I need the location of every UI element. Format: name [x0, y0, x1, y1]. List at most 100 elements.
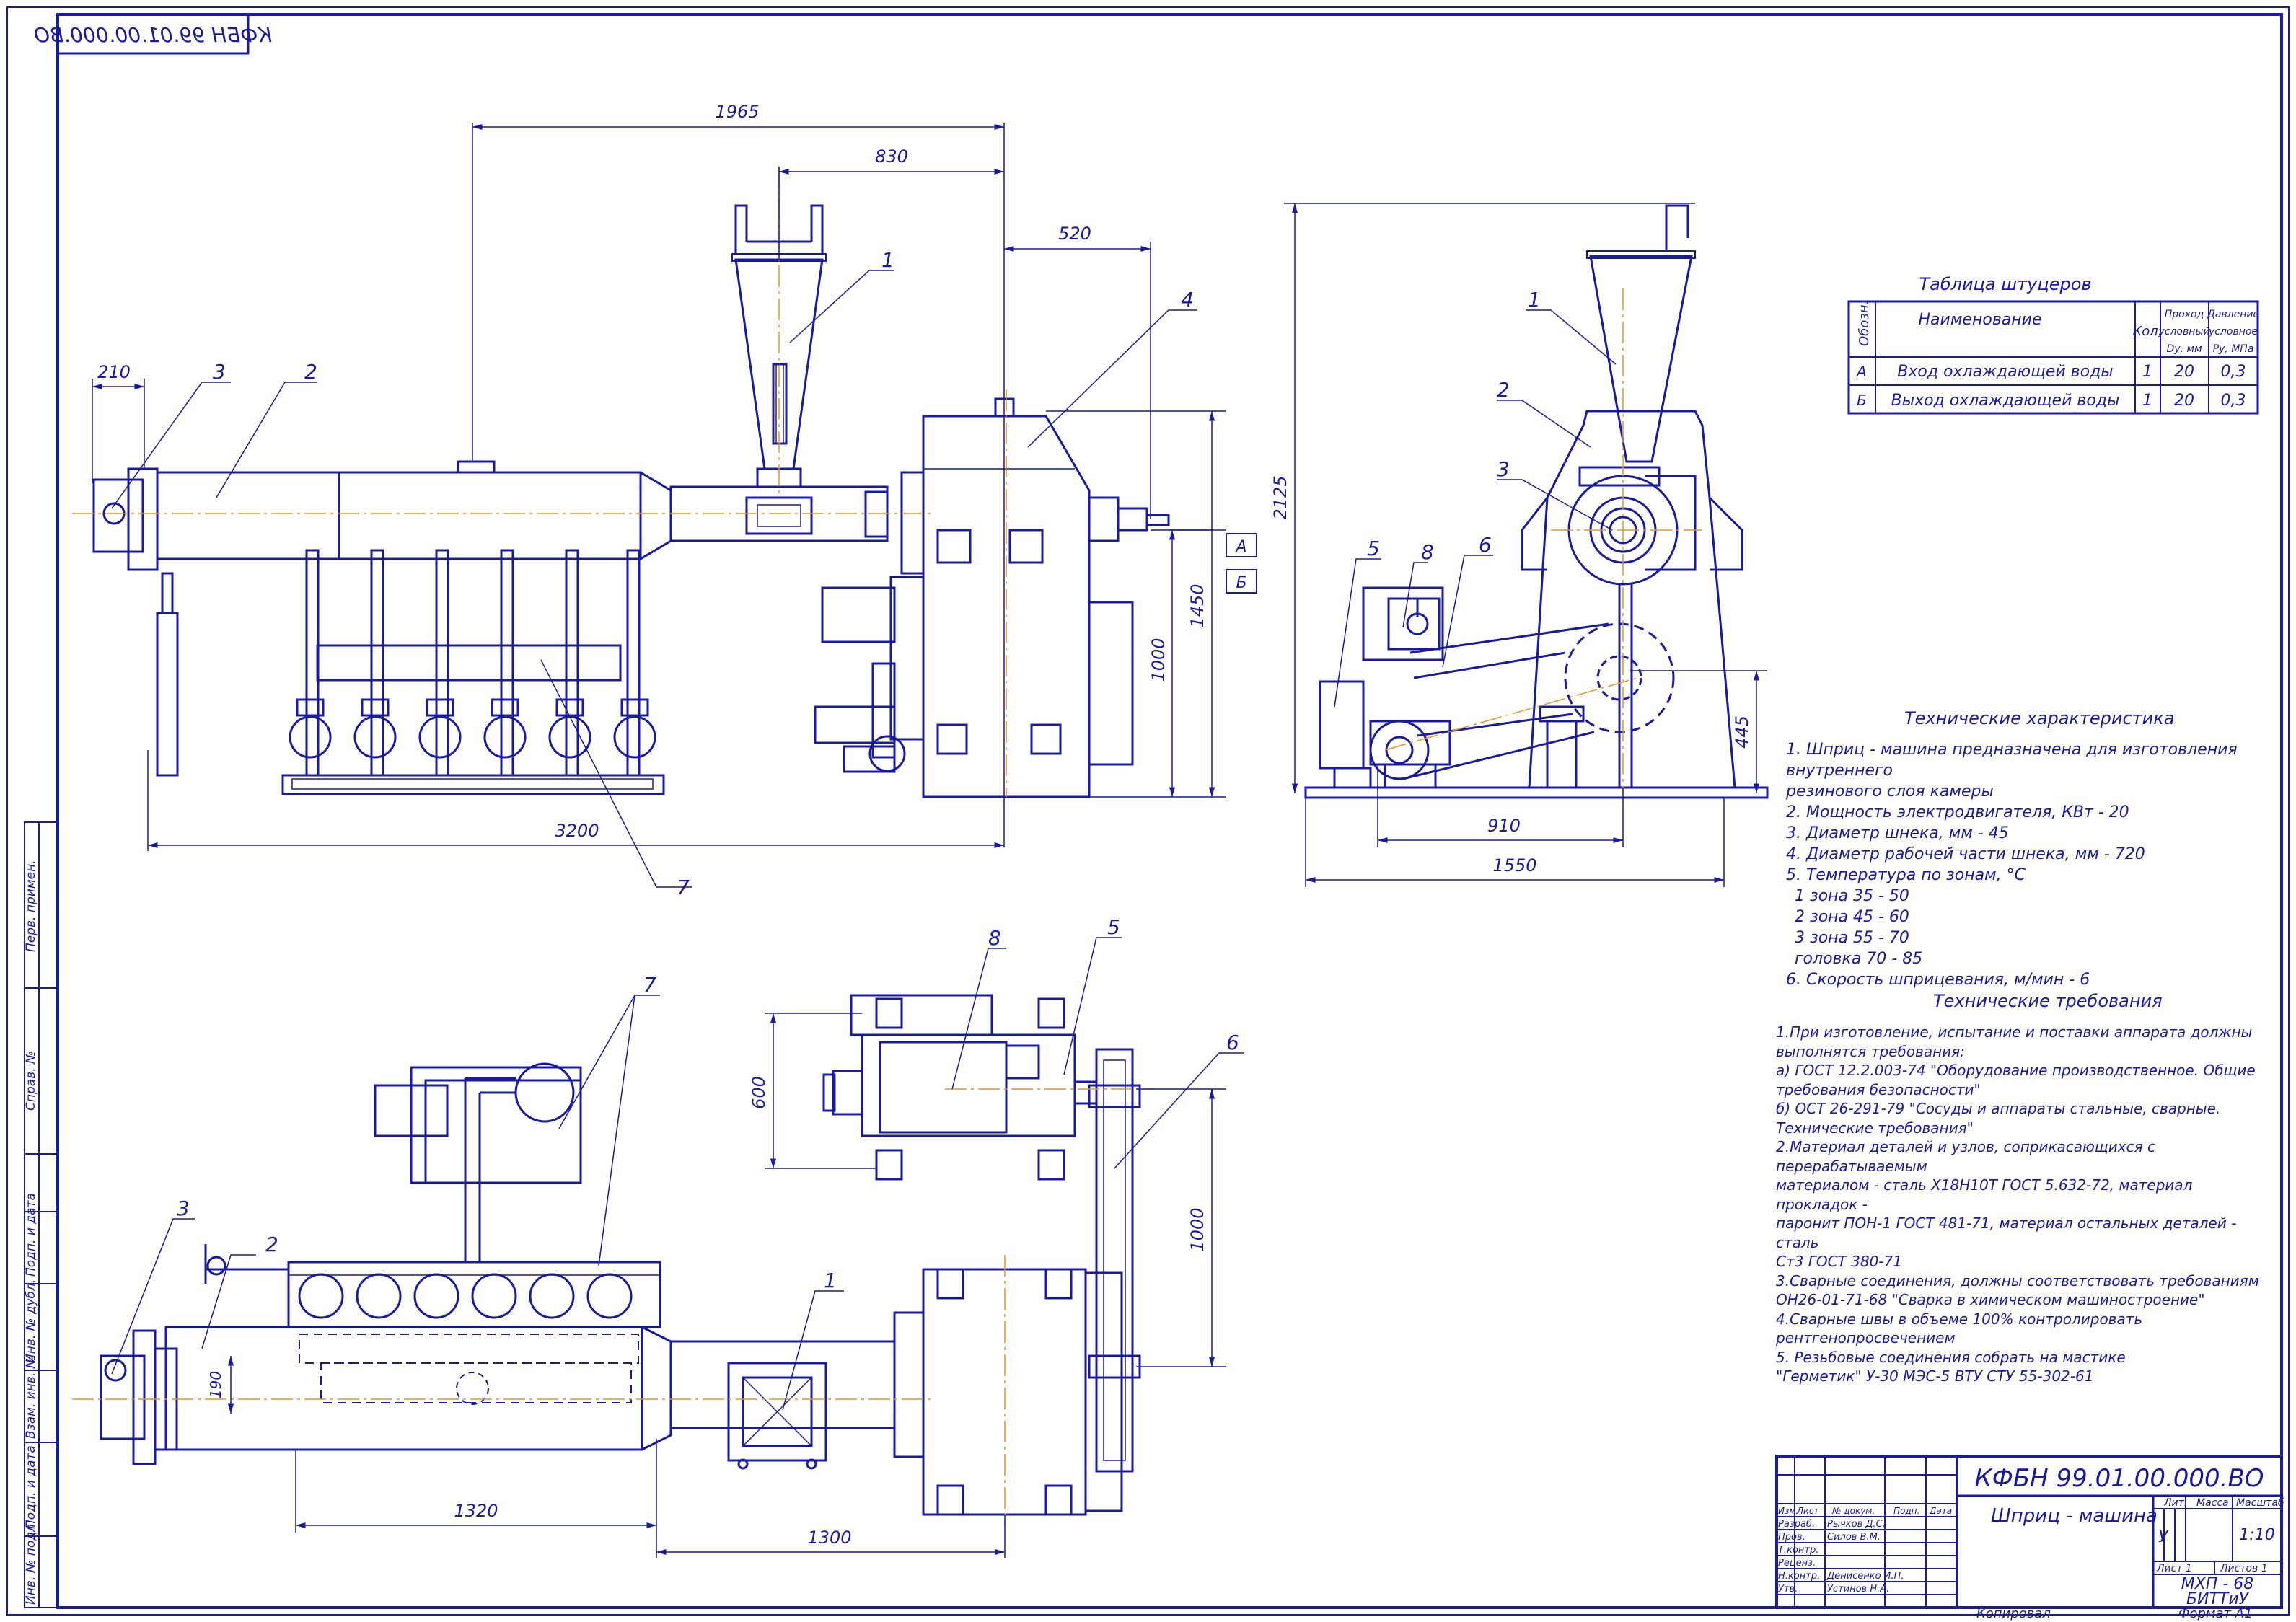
- front-view-leader-numbers: 1 2 3 4 7: [213, 248, 1194, 899]
- side-leader-2: 2: [1497, 378, 1510, 402]
- plan-leader-7: 7: [643, 973, 656, 997]
- dim-1450: 1450: [1187, 583, 1208, 627]
- tb-role-reviewer: Реценз.: [1778, 1558, 1816, 1569]
- nozzle-header-qty: Кол.: [2132, 324, 2162, 339]
- nozzle-header-name: Наименование: [1919, 311, 2042, 329]
- nozzle-row-a-qty: 1: [2142, 363, 2152, 381]
- tech-req-line: материалом - сталь Х18Н10Т ГОСТ 5.632-72…: [1776, 1176, 2193, 1213]
- nozzle-row-b-qty: 1: [2142, 392, 2152, 410]
- dim-520: 520: [1058, 224, 1091, 244]
- front-leader-2: 2: [304, 360, 317, 384]
- tb-sheet-label: Лист 1: [2156, 1563, 2192, 1574]
- side-stamp-labels: Перв. примен. Справ. № Подп. и дата Инв.…: [24, 860, 38, 1605]
- nozzle-header-press-1: Давление: [2207, 309, 2259, 320]
- tech-req-line: рентгенопросвечением: [1776, 1329, 1956, 1346]
- nozzle-row-a-pressure: 0,3: [2221, 363, 2246, 381]
- copied-by-label: Копировал: [1976, 1606, 2051, 1621]
- drawing-code: КФБН 99.01.00.000.ВО: [1974, 1464, 2264, 1493]
- tb-col-sign: Подп.: [1893, 1506, 1919, 1516]
- nozzle-header-bore-3: Dу, мм: [2166, 343, 2202, 355]
- dim-210: 210: [97, 362, 131, 382]
- tech-req-line: Ст3 ГОСТ 380-71: [1776, 1253, 1902, 1270]
- stamp-dup-inv: Инв. № дубл.: [24, 1279, 38, 1363]
- tb-col-doc: № докум.: [1831, 1506, 1875, 1516]
- nozzle-table: [1847, 300, 2259, 415]
- side-view-leader-numbers: 1 2 3 5 6 8: [1367, 288, 1541, 564]
- plan-leader-5: 5: [1107, 915, 1120, 939]
- nozzle-header-bore-1: Проход: [2165, 309, 2204, 320]
- tb-role-tcontrol: Т.контр.: [1778, 1545, 1818, 1556]
- tech-req-line: 5. Резьбовые соединения собрать на масти…: [1776, 1348, 2126, 1366]
- front-view: [92, 204, 1170, 798]
- tb-role-ncontrol: Н.контр.: [1778, 1571, 1820, 1582]
- tb-mass-label: Масса: [2196, 1497, 2229, 1509]
- plan-view: [100, 994, 1141, 1516]
- tech-req-line: 1.При изготовление, испытание и поставки…: [1776, 1023, 2253, 1041]
- dim-1550: 1550: [1492, 855, 1536, 876]
- tech-specs-list: 1. Шприц - машина предназначена для изго…: [1786, 739, 2277, 990]
- dim-1000-plan: 1000: [1187, 1207, 1208, 1251]
- nozzle-row-b-bore: 20: [2174, 392, 2194, 410]
- tech-spec-line: 5. Температура по зонам, °С: [1786, 866, 2026, 884]
- plan-view-dimension-labels: 600 1000 190 1320 1300: [207, 1076, 1208, 1548]
- tech-req-line: б) ОСТ 26-291-79 "Сосуды и аппараты стал…: [1776, 1100, 2221, 1117]
- dim-910: 910: [1487, 816, 1521, 836]
- side-view-centerlines: [1384, 288, 1702, 793]
- stamp-replace-inv: Взам. инв. №: [24, 1356, 38, 1439]
- drawing-name: Шприц - машина: [1991, 1505, 2158, 1527]
- front-view-centerlines: [72, 166, 1007, 797]
- side-view-dimension-labels: 2125 445 910 1550: [1270, 475, 1752, 876]
- dim-830: 830: [875, 146, 908, 167]
- front-leader-7: 7: [677, 876, 690, 899]
- nozzle-table-text: Таблица штуцеров Обозн. Наименование Кол…: [1855, 274, 2259, 410]
- front-view-dimensions: [92, 123, 1226, 851]
- side-view-dimensions: [1284, 203, 1767, 887]
- tb-org-line2: БИТТиУ: [2186, 1590, 2250, 1608]
- dim-190: 190: [207, 1371, 224, 1398]
- tech-spec-line: 1. Шприц - машина предназначена для изго…: [1786, 741, 2238, 780]
- tech-spec-line: 6. Скорость шприцевания, м/мин - 6: [1786, 971, 2090, 989]
- tb-person-approved: Устинов Н.А.: [1827, 1584, 1889, 1595]
- tb-role-approved: Утв.: [1778, 1584, 1798, 1595]
- dim-445: 445: [1732, 715, 1752, 749]
- plan-view-dimensions: [227, 1013, 1226, 1558]
- tb-scale-label: Масштаб: [2236, 1497, 2284, 1509]
- port-a-label: А: [1234, 538, 1246, 556]
- tb-role-checker: Пров.: [1778, 1532, 1805, 1543]
- tech-requirements-list: 1.При изготовление, испытание и поставки…: [1776, 1023, 2274, 1386]
- stamp-first-use: Перв. примен.: [24, 860, 38, 952]
- nozzle-row-a-designation: А: [1855, 363, 1867, 380]
- nozzle-header-press-2: условное: [2208, 326, 2258, 338]
- tb-col-izm: Изм.: [1778, 1506, 1798, 1516]
- tb-lit-label: Лит.: [2163, 1497, 2187, 1509]
- tb-scale-value: 1:10: [2239, 1526, 2274, 1544]
- dim-3200: 3200: [555, 821, 599, 841]
- tech-req-line: требования безопасности": [1776, 1080, 1981, 1098]
- plan-leader-1: 1: [824, 1269, 837, 1292]
- title-block-text: КФБН 99.01.00.000.ВО Шприц - машина Изм.…: [1778, 1464, 2284, 1608]
- side-leader-1: 1: [1528, 288, 1541, 312]
- side-leader-8: 8: [1421, 540, 1434, 564]
- sheet-footer: Копировал Формат А1: [1976, 1606, 2253, 1621]
- tech-req-line: выполнятся требования:: [1776, 1042, 1965, 1060]
- tb-sheets-label: Листов 1: [2220, 1563, 2268, 1574]
- mirrored-code: КФБН 99.01.00.000.ВО: [34, 23, 272, 47]
- tech-req-line: 2.Материал деталей и узлов, соприкасающи…: [1776, 1138, 2155, 1175]
- plan-view-leaders: [111, 937, 1244, 1411]
- tech-req-line: паронит ПОН-1 ГОСТ 481-71, материал оста…: [1776, 1215, 2237, 1251]
- tech-req-line: 3.Сварные соединения, должны соответство…: [1776, 1271, 2259, 1290]
- tech-spec-line: 3 зона 55 - 70: [1795, 929, 1909, 947]
- side-leader-6: 6: [1479, 533, 1492, 557]
- sheet-frame: [6, 6, 2290, 1616]
- front-leader-4: 4: [1181, 288, 1194, 312]
- plan-leader-2: 2: [265, 1233, 278, 1256]
- tech-spec-line: резинового слоя камеры: [1786, 783, 1994, 801]
- tech-req-line: а) ГОСТ 12.2.003-74 "Оборудование произв…: [1776, 1062, 2256, 1079]
- side-leader-3: 3: [1497, 457, 1510, 481]
- front-view-dimension-labels: 1965 830 520 210 3200 1450 1000: [97, 102, 1208, 841]
- plan-leader-8: 8: [988, 926, 1001, 950]
- nozzle-row-a-bore: 20: [2174, 363, 2194, 381]
- nozzle-row-b-name: Выход охлаждающей воды: [1891, 392, 2120, 410]
- tech-spec-line: 2 зона 45 - 60: [1795, 908, 1909, 926]
